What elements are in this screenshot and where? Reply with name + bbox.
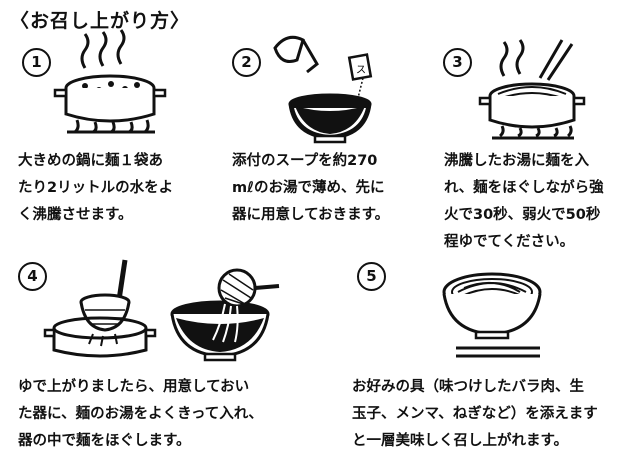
step-number-4: 4	[18, 262, 47, 291]
step-number-2: 2	[232, 48, 261, 77]
step-4-text: ゆで上がりましたら、用意しておい た器に、麺のお湯をよくきって入れ、 器の中で麺…	[18, 379, 263, 449]
draining-noodles-illustration	[43, 259, 280, 362]
step-1-text: 大きめの鍋に麺１袋あ たり2リットルの水をよ く沸騰させます。	[18, 153, 174, 223]
step-3-text: 沸騰したお湯に麺を入 れ、麺をほぐしながら強 火で30秒、弱火で50秒 程ゆでて…	[444, 153, 604, 250]
step-number-5: 5	[357, 262, 386, 291]
page-title: 〈お召し上がり方〉	[10, 10, 191, 32]
step-number-1: 1	[22, 48, 51, 77]
step-5-text: お好みの具（味つけしたバラ肉、生 玉子、メンマ、ねぎなど）を添えます と一層美味…	[352, 379, 598, 449]
soup-bowl-illustration: ス	[273, 35, 373, 144]
step-number-3: 3	[443, 48, 472, 77]
boiling-pot-illustration	[53, 29, 167, 134]
finished-ramen-illustration	[442, 272, 542, 358]
step-2-text: 添付のスープを約270 mℓのお湯で薄め、先に 器に用意しておきます。	[232, 153, 390, 223]
soup-packet-label: ス	[356, 65, 366, 76]
noodles-in-pot-illustration	[478, 39, 586, 140]
